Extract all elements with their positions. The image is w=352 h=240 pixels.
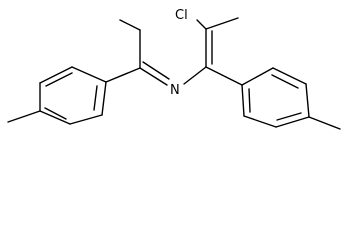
nitrogen-atom-label: N — [170, 83, 180, 98]
bond — [272, 67, 307, 85]
bond — [305, 83, 310, 118]
aromatic-bond — [93, 85, 98, 111]
imine-double-bond — [142, 61, 170, 80]
chlorine-atom-label: Cl — [175, 8, 188, 23]
bond — [243, 115, 277, 128]
bond — [39, 110, 71, 125]
right-tolyl-ring — [241, 67, 310, 128]
left-methyl-bond — [7, 110, 41, 123]
aromatic-bond — [44, 107, 67, 120]
vinyl-methyl-bond — [205, 17, 239, 30]
bond — [205, 66, 243, 86]
bond — [183, 66, 207, 85]
aromatic-bond — [248, 88, 251, 113]
bond — [69, 114, 103, 125]
bond — [71, 66, 107, 83]
bond — [101, 81, 107, 116]
bond — [241, 67, 274, 86]
imine-double-bond — [139, 67, 168, 86]
bond — [39, 66, 73, 84]
bond — [105, 67, 141, 83]
left-tolyl-ring — [39, 66, 107, 125]
bond — [241, 84, 245, 117]
chemical-structure-diagram: N Cl — [7, 8, 341, 130]
ethyl-bond — [119, 19, 141, 31]
aromatic-bond — [276, 112, 302, 121]
aromatic-bond — [271, 74, 299, 89]
chlorine-bond — [196, 19, 207, 30]
bond — [275, 116, 310, 128]
right-methyl-bond — [308, 116, 341, 130]
structure-svg: N Cl — [7, 8, 341, 130]
aromatic-bond — [45, 72, 73, 87]
